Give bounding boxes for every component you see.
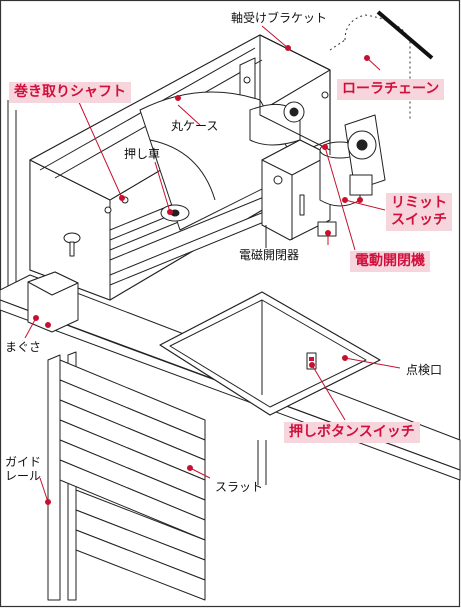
label-limit-switch: リミット スイッチ [386,193,452,231]
leader-inspection-port [344,357,401,369]
leader-push-wheel [154,161,171,213]
leader-electric-opener [324,146,356,251]
label-slat: スラット [215,480,264,494]
slats [59,359,206,601]
leader-winding-shaft [77,99,123,199]
label-push-button-switch: 押しボタンスイッチ [284,422,420,443]
label-push-wheel: 押し車 [124,147,161,161]
inspection-hatch-inner [169,299,367,408]
leader-lintel [24,317,37,339]
label-guide-rail: ガイド レール [5,455,42,483]
guide-rail-left [47,354,61,601]
leader-slat [189,467,211,479]
label-inspection-port: 点検口 [406,363,443,377]
label-winding-shaft: 巻き取りシャフト [9,82,131,103]
leader-round-case [177,104,201,126]
push-button [309,357,314,361]
chain-path [344,14,411,120]
leader-push-button [311,364,346,421]
label-round-case: 丸ケース [171,119,219,133]
leader-limit-switch [344,199,386,211]
label-bearing-bracket: 軸受けブラケット [231,11,328,25]
roller-chain-bar [376,10,434,60]
magnetic-switch-block [317,221,337,237]
label-roller-chain: ローラチェーン [337,79,445,100]
limit-switch-block [349,174,373,196]
label-electric-opener: 電動開閉機 [350,251,430,272]
label-magnetic-switch: 電磁開閉器 [239,248,300,262]
leader-guide-rail [39,477,49,503]
leader-bearing-bracket [261,25,289,49]
label-lintel: まぐさ [5,340,42,354]
